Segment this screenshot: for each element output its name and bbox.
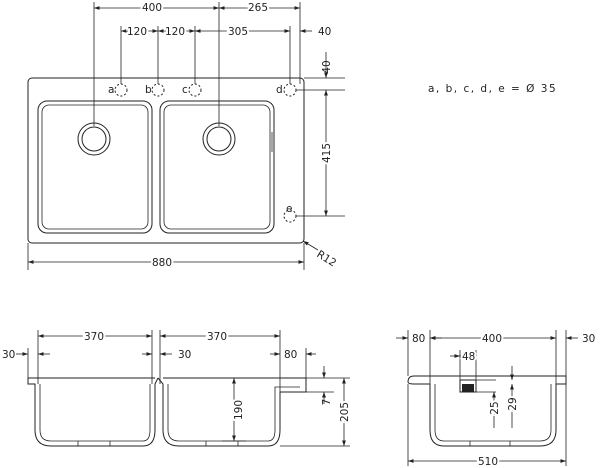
front-dim-30-mid: 30 [178,349,191,361]
side-dim-48: 48 [462,351,475,363]
front-view: 370 370 30 30 80 190 7 205 [2,329,353,447]
front-dim-80: 80 [284,349,297,361]
front-right-bowl [157,377,307,447]
left-bowl-inner [41,104,149,230]
front-dim-7: 7 [321,399,333,406]
hole-label-b: b [145,84,152,96]
dim-120-second: 120 [165,26,185,38]
side-dim-510: 510 [478,456,498,468]
dim-305: 305 [228,26,248,38]
front-dim-370-left: 370 [84,331,104,343]
side-outline [407,375,567,447]
right-drain-inner [206,126,232,152]
side-dim-25: 25 [489,401,501,414]
top-view: a b c d e 400 265 120 120 305 40 40 41 [27,0,345,271]
right-drain [202,122,236,156]
hole-c [188,83,202,97]
dim-415: 415 [321,143,333,163]
front-left-bowl [27,377,159,447]
front-dim-190: 190 [233,400,245,420]
hole-label-c: c [182,84,188,96]
hole-a [114,83,128,97]
hole-label-e: e [286,203,292,215]
dim-r12: R12 [314,248,338,269]
dim-265-top: 265 [248,2,268,14]
front-dim-205: 205 [339,402,351,422]
sink-outline [27,77,305,244]
right-bowl [159,100,275,234]
front-dim-30-left: 30 [2,349,15,361]
left-drain [77,122,111,156]
dim-400-top: 400 [142,2,162,14]
side-dim-30: 30 [582,333,595,345]
front-dim-370-right: 370 [207,331,227,343]
side-dim-29: 29 [507,397,519,410]
dim-40-right: 40 [318,26,331,38]
hole-label-d: d [276,84,283,96]
hole-d [283,83,297,97]
dim-120-first: 120 [127,26,147,38]
dim-40-top: 40 [321,60,333,73]
right-bowl-inner [163,104,271,230]
left-bowl [37,100,153,234]
hole-b [151,83,165,97]
hole-label-a: a [108,84,114,96]
left-drain-inner [81,126,107,152]
hole-diameter-note: a, b, c, d, e = Ø 35 [428,83,557,95]
side-dim-80: 80 [412,333,425,345]
dim-880: 880 [152,257,172,269]
side-view: 80 400 30 48 25 29 510 [396,330,595,468]
side-dim-400: 400 [482,333,502,345]
